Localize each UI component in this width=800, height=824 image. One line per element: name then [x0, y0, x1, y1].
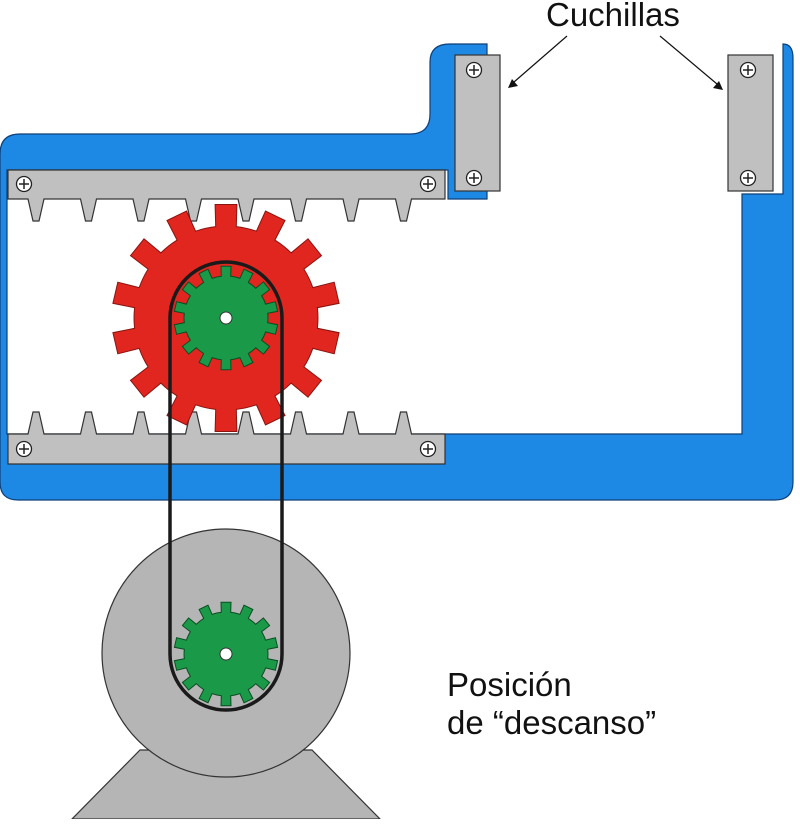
- position-label-line1: Posición: [447, 666, 572, 703]
- screw-icon: [419, 175, 437, 193]
- upper-rack: [7, 169, 446, 222]
- screw-icon: [465, 169, 483, 187]
- arrow-icon: [659, 35, 723, 90]
- gear-hub-lower: [219, 647, 233, 661]
- blades-label: Cuchillas: [546, 0, 680, 33]
- screw-icon: [419, 440, 437, 458]
- screw-icon: [15, 440, 33, 458]
- blade-left: [454, 54, 501, 192]
- arrow-icon: [508, 35, 568, 88]
- blue-frame: [0, 43, 794, 501]
- gear-hub-upper: [219, 311, 233, 325]
- drive-belt: [168, 260, 284, 712]
- lower-rack: [7, 411, 446, 465]
- screw-icon: [739, 61, 757, 79]
- screw-icon: [15, 175, 33, 193]
- position-label-line2: de “descanso”: [447, 704, 657, 741]
- screw-icon: [465, 61, 483, 79]
- screw-icon: [739, 169, 757, 187]
